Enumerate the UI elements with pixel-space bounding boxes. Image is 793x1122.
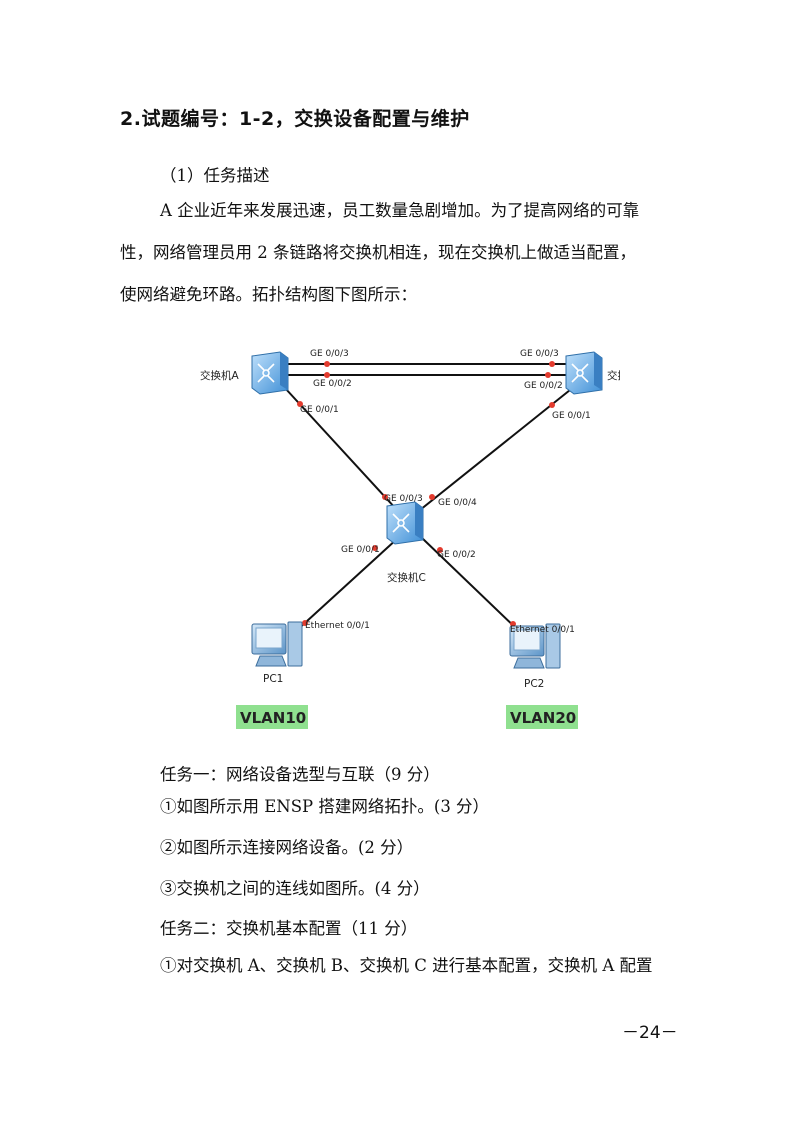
pc2-label: PC2 (524, 678, 544, 690)
port-dot (302, 620, 308, 626)
vlan10-label: VLAN10 (240, 709, 306, 727)
port-label: GE 0/0/1 (300, 405, 339, 415)
task-line: ②如图所示连接网络设备。(2 分） (160, 838, 414, 857)
links (284, 363, 571, 633)
vlan20-badge-bg (506, 705, 578, 729)
port-dot (549, 361, 555, 367)
port-dots (297, 361, 555, 627)
port-label: Ethernet 0/0/1 (305, 621, 370, 631)
section-title: （1）任务描述 (160, 166, 270, 185)
switch-a-label: 交换机A (200, 369, 239, 382)
switch-a-icon (251, 351, 289, 395)
task-line: ①对交换机 A、交换机 B、交换机 C 进行基本配置，交换机 A 配置 (160, 956, 653, 975)
vlan10-badge-bg (236, 705, 308, 729)
pc2-icon (509, 623, 561, 669)
port-label: GE 0/0/2 (313, 379, 352, 389)
port-label: GE 0/0/3 (310, 349, 349, 359)
link-c-pc2 (421, 537, 521, 633)
port-label: GE 0/0/1 (341, 545, 380, 555)
switch-c-icon (386, 501, 424, 545)
description-line-3: 使网络避免环路。拓扑结构图下图所示： (120, 285, 417, 304)
port-dot (382, 494, 388, 500)
port-label: GE 0/0/2 (437, 550, 476, 560)
port-dot (297, 401, 303, 407)
task-line: 任务二：交换机基本配置（11 分） (160, 919, 418, 938)
section-heading: 2.试题编号：1-2，交换设备配置与维护 (120, 108, 470, 130)
port-label: Ethernet 0/0/1 (510, 625, 575, 635)
port-dot (324, 372, 330, 378)
port-dot (372, 545, 378, 551)
port-dot (324, 361, 330, 367)
task-line: 任务一：网络设备选型与互联（9 分） (160, 765, 440, 784)
switch-c-label: 交换机C (387, 571, 426, 584)
port-label: GE 0/0/3 (384, 494, 423, 504)
port-dot (549, 402, 555, 408)
port-dot (545, 372, 551, 378)
link-c-pc1 (294, 537, 399, 633)
port-label: GE 0/0/1 (552, 411, 591, 421)
port-dot (429, 494, 435, 500)
port-label: GE 0/0/4 (438, 498, 477, 508)
link-a-c (284, 387, 398, 511)
switch-b-icon (565, 351, 603, 395)
pc1-label: PC1 (263, 673, 283, 685)
port-label: GE 0/0/2 (524, 381, 563, 391)
link-b-c (419, 389, 571, 511)
task-line: ③交换机之间的连线如图所。(4 分） (160, 879, 430, 898)
port-label: GE 0/0/3 (520, 349, 559, 359)
port-dot (437, 547, 443, 553)
description-line-1: A 企业近年来发展迅速，员工数量急剧增加。为了提高网络的可靠 (160, 201, 640, 220)
pc1-icon (251, 621, 303, 667)
task-line: ①如图所示用 ENSP 搭建网络拓扑。(3 分） (160, 797, 490, 816)
description-line-2: 性，网络管理员用 2 条链路将交换机相连，现在交换机上做适当配置， (120, 243, 636, 262)
vlan20-label: VLAN20 (510, 709, 576, 727)
page-number: －24－ (622, 1023, 678, 1043)
